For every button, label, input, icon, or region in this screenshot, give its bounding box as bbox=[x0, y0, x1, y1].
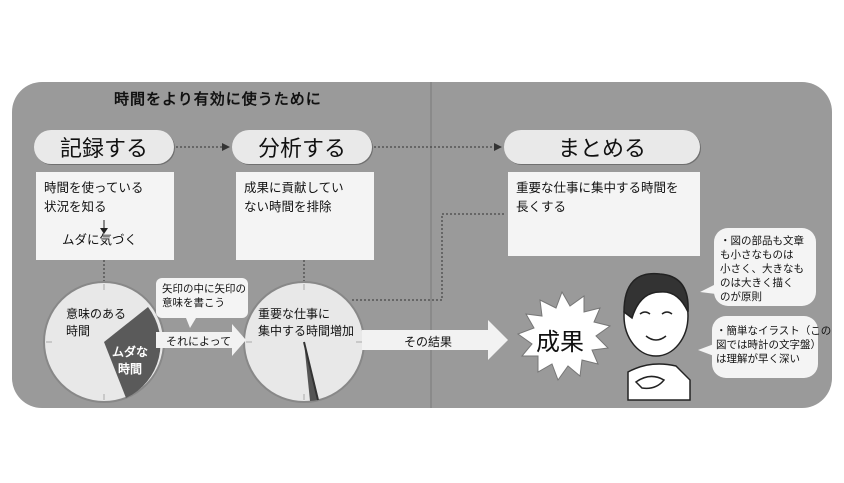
bubble-bottom bbox=[712, 316, 818, 378]
bubble-top-line4: のは大きく描く bbox=[720, 277, 794, 289]
bubble-top-line2: も小さなものは bbox=[720, 249, 794, 261]
record-down-head bbox=[100, 228, 108, 234]
result-arrow bbox=[362, 320, 508, 360]
analyze-box: 成果に貢献してい ない時間を排除 bbox=[236, 172, 374, 260]
callout-text: 矢印の中に矢印の 意味を書こう bbox=[162, 282, 246, 310]
bubble-top-tail bbox=[700, 284, 716, 294]
bubble-top-line1: ・図の部品も文章 bbox=[720, 235, 804, 247]
analyze-line1: 成果に貢献してい bbox=[244, 180, 344, 195]
summarize-line1: 重要な仕事に集中する時間を bbox=[516, 180, 679, 195]
man-mouth bbox=[645, 335, 667, 341]
connector-1-head bbox=[222, 143, 230, 151]
dotted-route bbox=[352, 213, 506, 301]
by-arrow bbox=[156, 324, 246, 356]
clock1-waste-wedge-visible bbox=[104, 307, 161, 398]
clock1-label: 意味のある 時間 bbox=[66, 306, 126, 340]
bubble-top-line3: 小さく、大きなも bbox=[720, 263, 804, 275]
clock1-label1: 意味のある bbox=[66, 307, 127, 321]
record-sub: ムダに気づく bbox=[62, 232, 138, 247]
step-analyze: 分析する bbox=[232, 130, 372, 164]
callout-bubble bbox=[156, 278, 248, 318]
bubble-bottom-line2: 図では時計の文字盤） bbox=[716, 339, 821, 351]
burst-label: 成果 bbox=[536, 328, 584, 356]
step-record-label: 記録する bbox=[59, 137, 148, 162]
summarize-line2: 長くする bbox=[516, 199, 567, 214]
callout-line1: 矢印の中に矢印の bbox=[162, 283, 246, 295]
man-eye-right bbox=[661, 311, 673, 315]
bubble-bottom-line3: は理解が早く深い bbox=[716, 353, 800, 365]
clock2-label2: 集中する時間増加 bbox=[258, 324, 355, 338]
analyze-line2: ない時間を排除 bbox=[244, 199, 332, 214]
clock2-hand bbox=[303, 341, 319, 401]
bubble-top-line5: のが原則 bbox=[720, 291, 762, 303]
man-illustration bbox=[623, 272, 691, 401]
step-summarize: まとめる bbox=[504, 130, 700, 164]
bubble-top-text: ・図の部品も文章 も小さなものは 小さく、大きなも のは大きく描く のが原則 bbox=[720, 234, 804, 304]
callout-line2: 意味を書こう bbox=[162, 297, 225, 309]
step-record: 記録する bbox=[34, 130, 174, 164]
clock2-label1: 重要な仕事に bbox=[258, 307, 331, 321]
clock1-label2: 時間 bbox=[66, 324, 91, 338]
step-summarize-label: まとめる bbox=[557, 137, 646, 162]
clock1-wedge2: 時間 bbox=[118, 362, 143, 376]
diagram-title: 時間をより有効に使うために bbox=[114, 90, 322, 108]
clock1-wedge-light bbox=[104, 307, 148, 342]
clock1-waste-label: ムダな 時間 bbox=[112, 344, 148, 378]
by-arrow-label: それによって bbox=[166, 335, 232, 348]
summarize-box: 重要な仕事に集中する時間を 長くする bbox=[508, 172, 700, 256]
result-arrow-label: その結果 bbox=[404, 335, 453, 349]
bubble-bottom-tail bbox=[698, 344, 714, 356]
record-line2: 状況を知る bbox=[44, 199, 107, 214]
connector-2-head bbox=[494, 143, 502, 151]
bubble-bottom-line1: ・簡単なイラスト（この bbox=[716, 325, 832, 337]
record-box: 時間を使っている 状況を知る ムダに気づく bbox=[36, 172, 174, 260]
bubble-bottom-text: ・簡単なイラスト（この 図では時計の文字盤） は理解が早く深い bbox=[716, 324, 831, 366]
bubble-top bbox=[714, 228, 816, 306]
clock2-label: 重要な仕事に 集中する時間増加 bbox=[258, 306, 354, 340]
result-burst bbox=[516, 290, 612, 382]
man-hands bbox=[634, 375, 666, 390]
page-fold bbox=[430, 82, 432, 408]
clock1-wedge1: ムダな bbox=[112, 345, 149, 359]
step-analyze-label: 分析する bbox=[257, 137, 346, 162]
callout-tail bbox=[186, 318, 196, 328]
record-line1: 時間を使っている bbox=[44, 180, 144, 195]
man-hair bbox=[623, 272, 689, 320]
man-eye-left bbox=[639, 311, 651, 315]
